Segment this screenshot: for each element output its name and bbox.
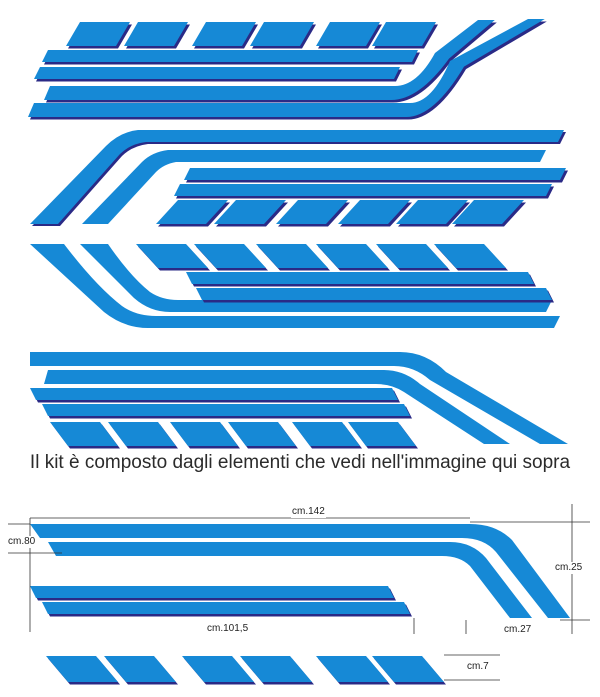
dim-tab-5	[372, 656, 444, 682]
g4-long-a	[30, 352, 568, 444]
dim-stripe-d	[42, 602, 410, 614]
g2-tab-0	[156, 200, 228, 224]
dim-stripe-c	[30, 586, 394, 598]
dimension-height-left: cm.80	[7, 536, 37, 548]
g1-tab-1	[124, 22, 188, 46]
dimension-stripe-height: cm.7	[466, 661, 490, 673]
g2-stripe-a	[184, 168, 566, 180]
g4-tab-4	[292, 422, 360, 446]
g2-outer-curve	[30, 130, 564, 224]
g3-stripe-b	[196, 288, 552, 300]
g3-tab-0	[136, 244, 208, 268]
g4-long-b	[44, 370, 510, 444]
dimension-curve-length: cm.27	[503, 624, 533, 636]
g3-tab-5	[434, 244, 506, 268]
g2-tab-1	[214, 200, 286, 224]
g1-tab-3	[250, 22, 314, 46]
g2-inner-curve	[82, 150, 546, 224]
dim-long-b	[48, 542, 532, 618]
dimension-total-length: cm.142	[291, 506, 326, 518]
g1-tab-4	[316, 22, 380, 46]
g3-stripe-a	[186, 272, 534, 284]
g4-tab-5	[348, 422, 416, 446]
stripe-decal-set	[8, 19, 590, 685]
dimension-total-height: cm.25	[554, 562, 584, 574]
g2-tab-5	[452, 200, 524, 224]
g2-tab-4	[396, 200, 468, 224]
g1-stripe-a	[42, 50, 418, 62]
g1-long-c	[44, 20, 495, 100]
kit-caption: Il kit è composto dagli elementi che ved…	[29, 452, 571, 473]
dim-tab-4	[316, 656, 388, 682]
g3-outer-curve	[30, 244, 560, 328]
g3-tab-2	[256, 244, 328, 268]
g3-tab-3	[316, 244, 388, 268]
g4-tab-2	[170, 422, 238, 446]
g4-tab-1	[108, 422, 176, 446]
g4-stripe-c	[30, 388, 398, 400]
g1-tab-5	[372, 22, 436, 46]
g4-tab-0	[50, 422, 118, 446]
g1-stripe-b	[34, 67, 400, 79]
dim-long-a	[30, 524, 570, 618]
g3-tab-1	[194, 244, 266, 268]
g3-tab-4	[376, 244, 448, 268]
g2-tab-2	[276, 200, 348, 224]
g4-tab-3	[228, 422, 296, 446]
dim-tab-3	[240, 656, 312, 682]
g2-stripe-b	[174, 184, 552, 196]
dimension-mid-length: cm.101,5	[206, 623, 250, 635]
dim-tab-2	[182, 656, 254, 682]
g1-tab-0	[66, 22, 130, 46]
g2-tab-3	[338, 200, 410, 224]
dim-tab-1	[104, 656, 176, 682]
g3-inner-curve	[80, 244, 552, 312]
g4-stripe-d	[42, 404, 410, 416]
g1-long-d	[28, 19, 545, 117]
dim-tab-0	[46, 656, 118, 682]
g1-tab-2	[192, 22, 256, 46]
